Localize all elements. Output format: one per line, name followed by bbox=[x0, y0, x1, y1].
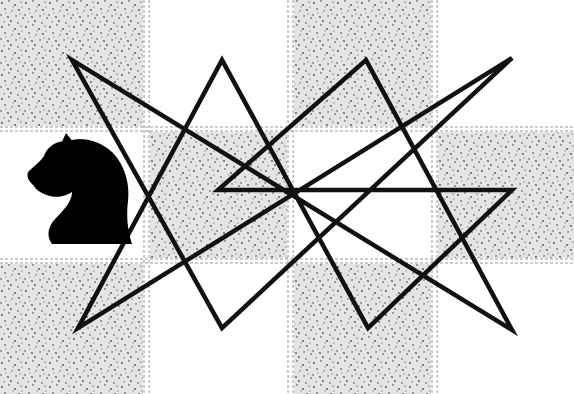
square-r3-c3 bbox=[294, 264, 431, 394]
square-r3-c4 bbox=[438, 264, 574, 394]
square-r3-c1 bbox=[0, 264, 143, 394]
square-r3-c2 bbox=[150, 264, 287, 394]
